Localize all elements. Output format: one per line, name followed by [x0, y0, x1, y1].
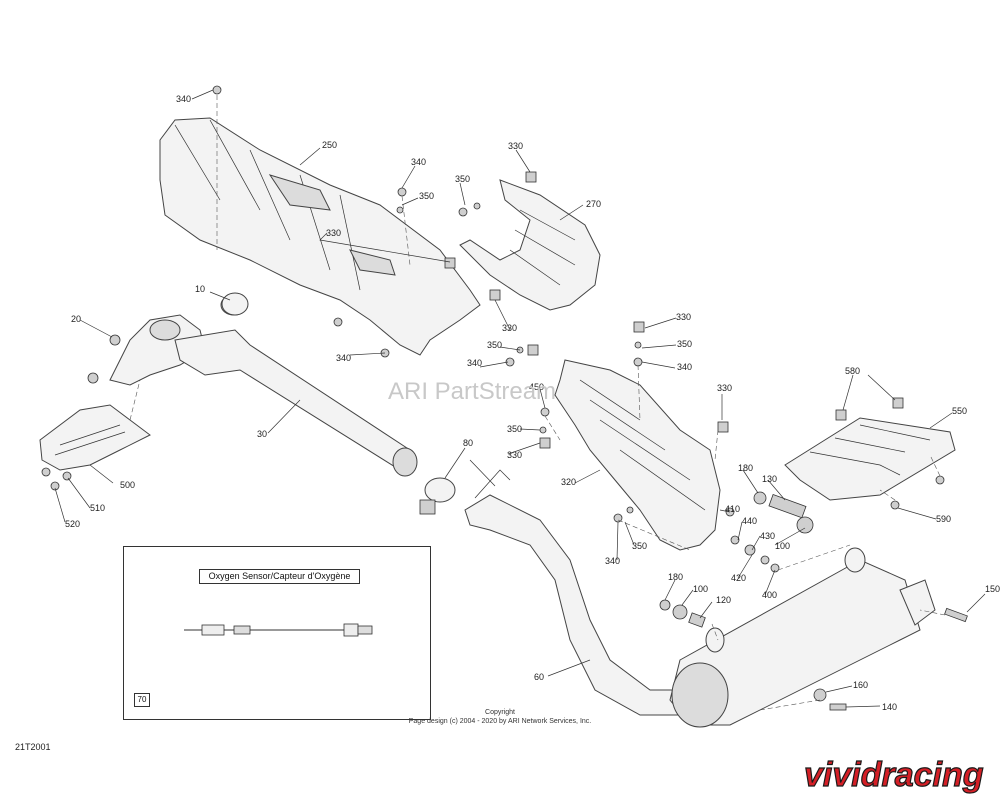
callout-180: 180	[738, 463, 753, 473]
callout-330: 330	[676, 312, 691, 322]
callout-580: 580	[845, 366, 860, 376]
oxygen-sensor-drawing	[184, 623, 373, 637]
callout-leaders	[54, 89, 986, 708]
clamp-80	[419, 477, 456, 515]
callout-320: 320	[561, 477, 576, 487]
diagram-id: 21T2001	[15, 742, 51, 752]
callout-140: 140	[882, 702, 897, 712]
callout-60: 60	[534, 672, 544, 682]
callout-160: 160	[853, 680, 868, 690]
callout-420: 420	[731, 573, 746, 583]
callout-270: 270	[586, 199, 601, 209]
callout-20: 20	[71, 314, 81, 324]
callout-330: 330	[502, 323, 517, 333]
copyright-line2: Page design (c) 2004 - 2020 by ARI Netwo…	[408, 718, 592, 725]
oxygen-sensor-inset: Oxygen Sensor/Capteur d'Oxygène 70	[123, 546, 431, 720]
callout-150: 150	[985, 584, 1000, 594]
svg-text:vividracing: vividracing	[804, 756, 984, 794]
callout-330: 330	[508, 141, 523, 151]
callout-330: 330	[717, 383, 732, 393]
copyright-notice: Copyright Page design (c) 2004 - 2020 by…	[380, 708, 620, 726]
callout-550: 550	[952, 406, 967, 416]
assembly-lines	[129, 95, 946, 711]
callout-410: 410	[725, 504, 740, 514]
callout-340: 340	[176, 94, 191, 104]
heat-shield-270	[459, 179, 601, 311]
callout-350: 350	[507, 424, 522, 434]
callout-400: 400	[762, 590, 777, 600]
callout-350: 350	[632, 541, 647, 551]
callout-510: 510	[90, 503, 105, 513]
heat-shield-550	[784, 417, 956, 501]
callout-180: 180	[668, 572, 683, 582]
callout-340: 340	[677, 362, 692, 372]
callout-340: 340	[336, 353, 351, 363]
copyright-line1: Copyright	[485, 709, 515, 716]
callout-450: 450	[529, 382, 544, 392]
vividracing-logo: vividracing	[803, 755, 984, 794]
callout-330: 330	[507, 450, 522, 460]
mounting-hardware	[41, 85, 968, 711]
callout-590: 590	[936, 514, 951, 524]
callout-340: 340	[605, 556, 620, 566]
heat-shield-320	[554, 359, 721, 551]
callout-520: 520	[65, 519, 80, 529]
callout-80: 80	[463, 438, 473, 448]
callout-340: 340	[411, 157, 426, 167]
exhaust-pipe-30	[174, 329, 418, 477]
heat-shield-500	[39, 404, 151, 471]
callout-340: 340	[467, 358, 482, 368]
callout-100: 100	[775, 541, 790, 551]
callout-350: 350	[487, 340, 502, 350]
callout-350: 350	[419, 191, 434, 201]
callout-330: 330	[326, 228, 341, 238]
muffler	[669, 547, 936, 728]
callout-440: 440	[742, 516, 757, 526]
callout-100: 100	[693, 584, 708, 594]
callout-130: 130	[762, 474, 777, 484]
callout-500: 500	[120, 480, 135, 490]
inset-title: Oxygen Sensor/Capteur d'Oxygène	[199, 569, 360, 584]
heat-shield-250	[159, 117, 481, 356]
callout-120: 120	[716, 595, 731, 605]
callout-430: 430	[760, 531, 775, 541]
callout-10: 10	[195, 284, 205, 294]
inset-reference-70: 70	[134, 693, 150, 707]
callout-350: 350	[677, 339, 692, 349]
callout-30: 30	[257, 429, 267, 439]
callout-250: 250	[322, 140, 337, 150]
callout-350: 350	[455, 174, 470, 184]
callout-labels: 340 250 340 350 350 330 330 270 10 20 34…	[65, 94, 1000, 712]
watermark: ARI PartStream	[388, 378, 557, 405]
